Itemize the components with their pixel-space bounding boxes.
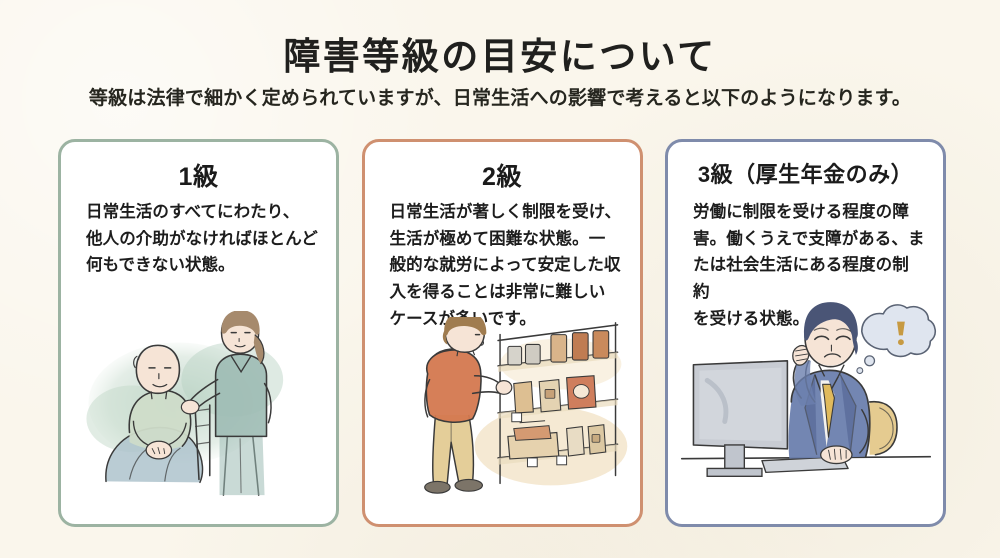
- caregiver-with-seated-elderly-person-illustration: [61, 311, 336, 506]
- grade-cards-container: 1級 日常生活のすべてにわたり、 他人の介助がなければほとんど 何もできない状態…: [58, 139, 946, 527]
- stressed-office-worker-at-computer-illustration: [668, 298, 943, 498]
- page-title: 障害等級の目安について: [283, 36, 717, 77]
- grade-card-2: 2級 日常生活が著しく制限を受け、 生活が極めて困難な状態。一 般的な就労によっ…: [361, 139, 643, 527]
- grade-card-3-title: 3級（厚生年金のみ）: [697, 162, 914, 187]
- grade-card-2-title: 2級: [482, 163, 522, 191]
- grade-card-3: 3級（厚生年金のみ） 労働に制限を受ける程度の障 害。働くうえで支障がある、ま …: [665, 139, 946, 527]
- store-worker-stocking-shelves-illustration: [365, 317, 640, 502]
- thought-bubble-icon: [856, 304, 936, 375]
- grade-card-1-body: 日常生活のすべてにわたり、 他人の介助がなければほとんど 何もできない状態。: [86, 203, 318, 275]
- page-subtitle: 等級は法律で細かく定められていますが、日常生活への影響で考えると以下のようになり…: [88, 88, 912, 109]
- grade-card-2-body: 日常生活が著しく制限を受け、 生活が極めて困難な状態。一 般的な就労によって安定…: [389, 203, 622, 328]
- grade-card-1-title: 1級: [178, 163, 219, 191]
- grade-card-1: 1級 日常生活のすべてにわたり、 他人の介助がなければほとんど 何もできない状態…: [58, 139, 339, 527]
